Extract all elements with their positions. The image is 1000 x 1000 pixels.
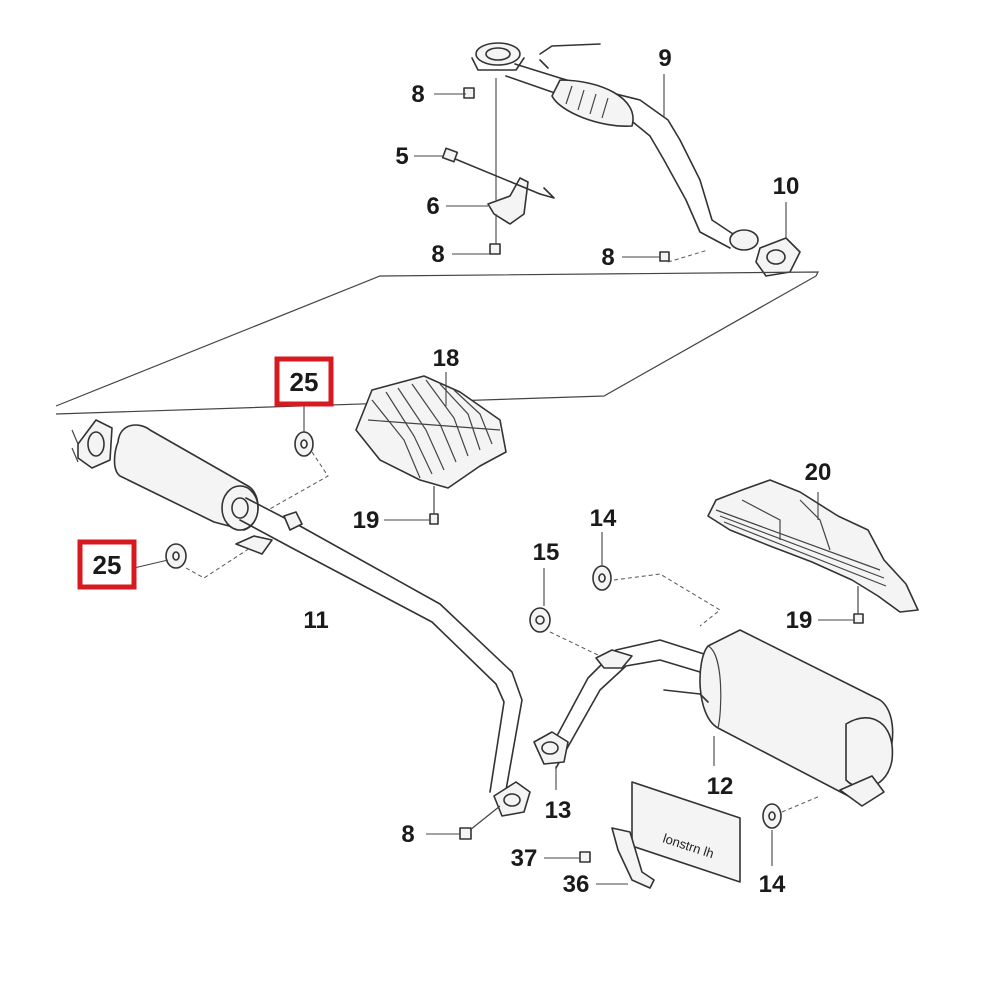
label-part-11: 11 — [303, 607, 328, 634]
label-part-8: 8 — [431, 241, 444, 268]
label-part-20: 20 — [805, 459, 832, 486]
hanger-rubbers — [529, 532, 821, 866]
label-part-12: 12 — [707, 773, 734, 800]
label-part-8: 8 — [601, 244, 614, 271]
label-part-15: 15 — [533, 539, 560, 566]
label-part-36: 36 — [563, 871, 590, 898]
highlight-box-25-top — [274, 356, 334, 407]
label-plate: lonstrn lh — [544, 781, 741, 889]
label-part-19: 19 — [353, 507, 380, 534]
bracket-6 — [441, 78, 670, 262]
highlight-box-25-left — [77, 539, 137, 590]
hanger-rubber-25 — [133, 404, 329, 579]
label-part-37: 37 — [511, 845, 538, 872]
rear-muffler — [533, 629, 894, 807]
heat-shield-20 — [707, 479, 919, 624]
front-pipe-assembly — [471, 42, 801, 277]
label-part-9: 9 — [658, 45, 671, 72]
label-part-6: 6 — [426, 193, 439, 220]
label-part-8: 8 — [411, 81, 424, 108]
label-part-18: 18 — [433, 345, 460, 372]
label-part-8: 8 — [401, 821, 414, 848]
label-part-5: 5 — [395, 143, 408, 170]
top-leaders — [414, 74, 787, 263]
label-part-13: 13 — [545, 797, 572, 824]
label-part-19: 19 — [786, 607, 813, 634]
flange-nut-8 — [426, 805, 501, 840]
heat-shield-18 — [355, 372, 507, 525]
intermediate-muffler — [71, 419, 531, 817]
label-part-25-highlighted: 25 — [93, 550, 122, 580]
label-part-14: 14 — [590, 505, 617, 532]
label-part-10: 10 — [773, 173, 800, 200]
assembly-outline — [55, 271, 819, 415]
label-part-25-highlighted: 25 — [290, 367, 319, 397]
label-part-14: 14 — [759, 871, 786, 898]
